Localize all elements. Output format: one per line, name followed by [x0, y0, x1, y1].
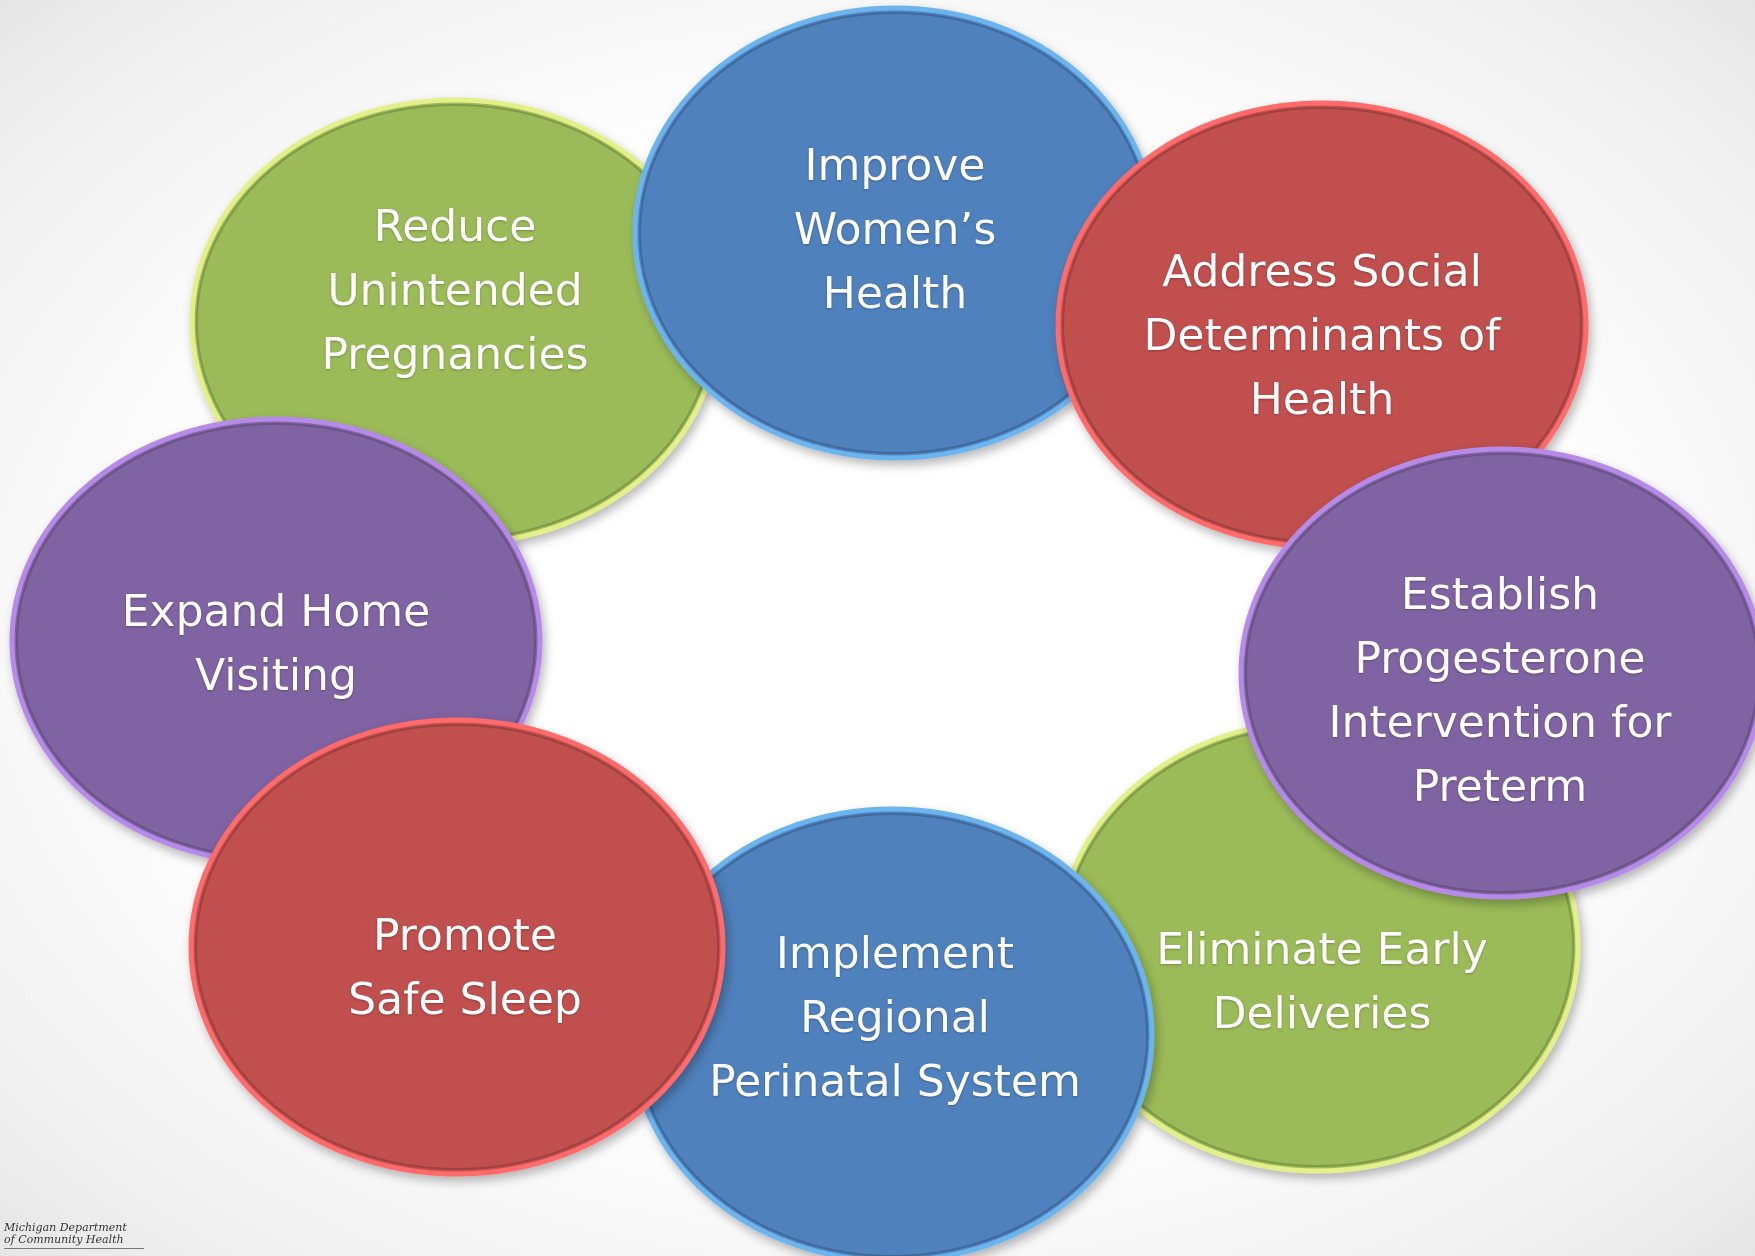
establish-progesterone-ellipse — [1238, 446, 1755, 900]
logo-line-2: of Community Health — [4, 1233, 124, 1246]
logo-rule — [4, 1248, 144, 1249]
michigan-dch-logo: Michigan Department of Community Health — [4, 1222, 154, 1252]
logo-line-1: Michigan Department — [4, 1221, 127, 1234]
promote-safe-sleep-ellipse — [188, 717, 726, 1177]
